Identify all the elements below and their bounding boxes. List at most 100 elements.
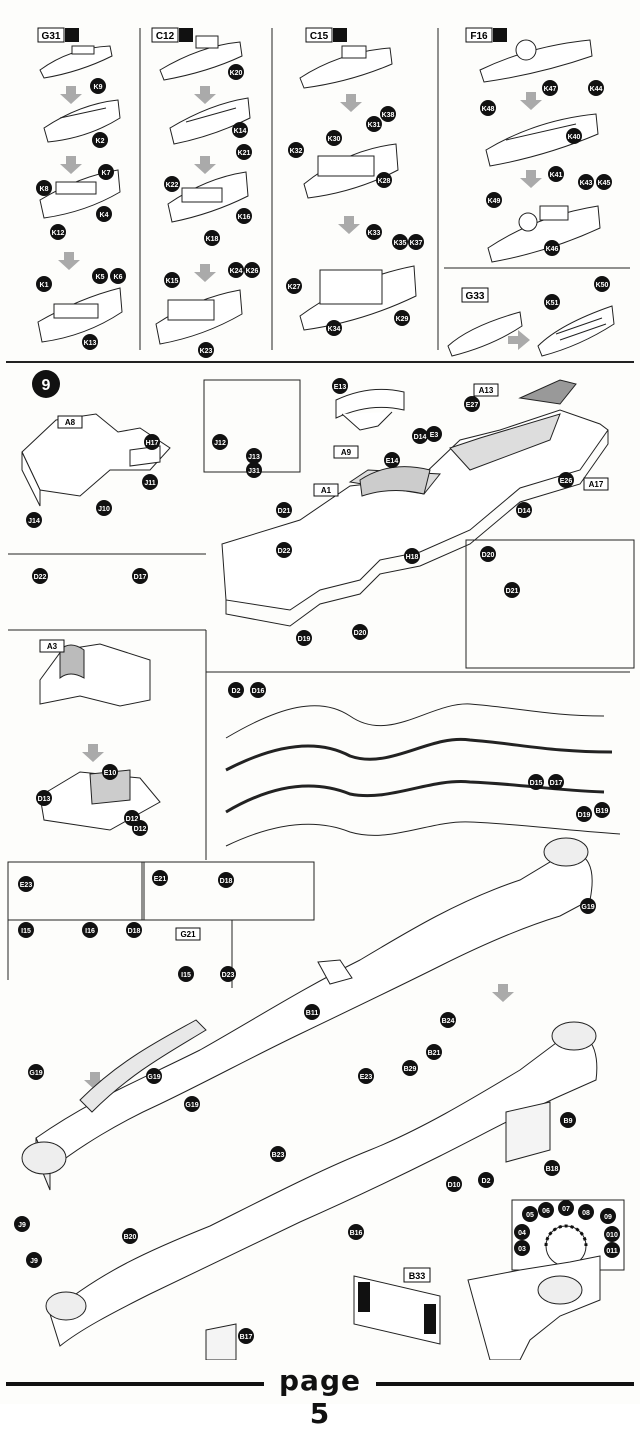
svg-text:08: 08 [582,1210,590,1217]
svg-text:K28: K28 [378,178,391,185]
svg-text:K44: K44 [590,86,603,93]
callout-k33: K33 [366,224,382,240]
callout-k38: K38 [380,106,396,122]
svg-text:K4: K4 [100,212,109,219]
callout-k46: K46 [544,240,560,256]
callout-d14-13: D14 [516,502,532,518]
callout-d13-24: D13 [36,790,52,806]
callout-i16-38: I16 [82,922,98,938]
callout-d23-41: D23 [220,966,236,982]
svg-text:A13: A13 [479,386,494,395]
callout-k41: K41 [548,166,564,182]
svg-text:K38: K38 [382,112,395,119]
svg-text:D2: D2 [482,1178,491,1185]
callout-k26: K26 [244,262,260,278]
callout-d16-28: D16 [250,682,266,698]
svg-text:D2: D2 [232,688,241,695]
svg-text:K12: K12 [52,230,65,237]
callout-k34: K34 [326,320,342,336]
svg-text:E23: E23 [360,1074,373,1081]
svg-text:K15: K15 [166,278,179,285]
svg-text:K22: K22 [166,182,179,189]
callout-k50: K50 [594,276,610,292]
callout-d22-22: D22 [32,568,48,584]
box-a3: A3 [39,639,65,653]
svg-text:K21: K21 [238,150,251,157]
svg-text:D20: D20 [482,552,495,559]
dial-number-010: 010 [604,1226,620,1242]
svg-text:K8: K8 [40,186,49,193]
panel-label-g31: G31 [37,27,79,43]
callout-k18: K18 [204,230,220,246]
svg-text:E26: E26 [560,478,573,485]
svg-text:G21: G21 [180,930,196,939]
boat-drawings [37,35,615,357]
box-a8: A8 [57,415,83,429]
callout-d19-31: D19 [576,806,592,822]
svg-text:K23: K23 [200,348,213,355]
assembly-drawing: G31 C12 C15 F16 G33 [6,27,635,1361]
callout-k49: K49 [486,192,502,208]
callout-g19-33: G19 [580,898,596,914]
panel-label-c12: C12 [151,27,193,43]
svg-text:E13: E13 [334,384,347,391]
callout-b29-46: B29 [402,1060,418,1076]
callout-k44: K44 [588,80,604,96]
svg-text:B17: B17 [240,1334,253,1341]
svg-text:9: 9 [42,377,51,394]
callout-k21: K21 [236,144,252,160]
panel-label-c15: C15 [305,27,347,43]
callout-k7: K7 [98,164,114,180]
callout-i15-40: I15 [178,966,194,982]
box-a1: A1 [313,483,339,497]
callout-k24: K24 [228,262,244,278]
callout-b23-51: B23 [270,1146,286,1162]
svg-text:06: 06 [542,1208,550,1215]
callout-g19-42: G19 [28,1064,44,1080]
callout-e13-7: E13 [332,378,348,394]
svg-text:03: 03 [518,1246,526,1253]
callout-e21-35: E21 [152,870,168,886]
callout-k15: K15 [164,272,180,288]
callout-k48: K48 [480,100,496,116]
svg-text:05: 05 [526,1212,534,1219]
callout-d17-19: D17 [132,568,148,584]
callout-d2-54: D2 [478,1172,494,1188]
callout-i15-37: I15 [18,922,34,938]
callout-k45: K45 [596,174,612,190]
svg-text:B20: B20 [124,1234,137,1241]
page-footer: page 5 [0,1360,640,1430]
panel-label-g33: G33 [461,287,489,303]
callout-b9-50: B9 [560,1112,576,1128]
svg-text:D18: D18 [128,928,141,935]
step-9-marker: 9 [32,370,60,398]
page-number: page 5 [279,1364,361,1430]
svg-text:B11: B11 [306,1010,319,1017]
dial-number-011: 011 [604,1242,620,1258]
svg-text:B23: B23 [272,1152,285,1159]
callout-k43: K43 [578,174,594,190]
callout-d21-21: D21 [504,582,520,598]
callout-k51: K51 [544,294,560,310]
callout-k28: K28 [376,172,392,188]
callout-d20-20: D20 [480,546,496,562]
svg-text:D22: D22 [34,574,47,581]
svg-text:E3: E3 [430,432,439,439]
callout-e27-8: E27 [464,396,480,412]
svg-text:D19: D19 [578,812,591,819]
svg-text:B24: B24 [442,1018,455,1025]
svg-text:K43: K43 [580,180,593,187]
callout-k8: K8 [36,180,52,196]
svg-text:K20: K20 [230,70,243,77]
model-a3 [39,643,161,831]
callout-e23-34: E23 [18,876,34,892]
step-9-callouts: H17J11J12J13J31J10J14E13E27E3D14E14E26D1… [14,378,610,1344]
model-a8 [21,413,171,507]
callout-k37: K37 [408,234,424,250]
callout-j13-3: J13 [246,448,262,464]
svg-text:K2: K2 [96,138,105,145]
svg-text:J10: J10 [98,506,110,513]
dial-number-07: 07 [558,1200,574,1216]
svg-text:D23: D23 [222,972,235,979]
